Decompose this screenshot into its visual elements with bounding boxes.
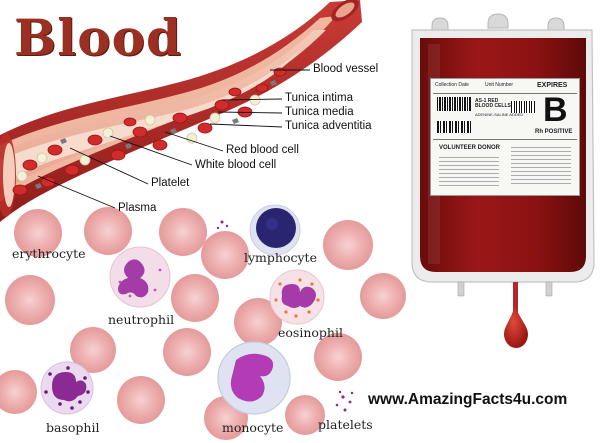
barcode-icon (437, 97, 471, 111)
erythrocyte-cell (314, 333, 362, 381)
erythrocyte-cell (70, 327, 116, 373)
label-tunica-intima: Tunica intima (285, 92, 353, 104)
neutrophil-cell (109, 246, 171, 308)
eosinophil-cell (269, 269, 325, 325)
donor-type: VOLUNTEER DONOR (439, 145, 501, 151)
label-eosinophil: eosinophil (278, 325, 343, 340)
platelet-specks (216, 220, 354, 412)
erythrocyte-cell (5, 275, 55, 325)
bag-label-divider (433, 139, 577, 140)
label-lymphocyte: lymphocyte (244, 250, 317, 265)
bag-label-top-row: Collection Date Unit Number EXPIRES (433, 81, 577, 94)
blood-group: B (543, 91, 568, 129)
erythrocyte-cell (117, 376, 165, 424)
label-basophil: basophil (46, 420, 100, 435)
basophil-cell (40, 361, 94, 415)
label-tunica-adventitia: Tunica adventitia (285, 120, 372, 132)
website-url[interactable]: www.AmazingFacts4u.com (368, 391, 568, 408)
collection-date-label: Collection Date (435, 82, 469, 88)
fine-print (511, 147, 571, 187)
erythrocyte-cell (14, 209, 62, 257)
label-tunica-media: Tunica media (285, 106, 354, 118)
erythrocyte-cell (285, 395, 325, 435)
barcode-icon (511, 101, 535, 113)
erythrocyte-cell (171, 274, 219, 322)
barcode-icon (437, 121, 471, 133)
label-pointers (37, 69, 310, 209)
product-note: ADENINE-SALINE ADDED (475, 112, 524, 117)
rh-factor: Rh POSITIVE (535, 129, 573, 135)
erythrocyte-cell (201, 231, 249, 279)
label-platelet: Platelet (151, 177, 190, 189)
product-name: AS-1 RED BLOOD CELLS (475, 98, 511, 109)
label-erythrocyte: erythrocyte (12, 246, 86, 261)
blood-drop (504, 305, 528, 348)
erythrocyte-cell (360, 273, 406, 319)
lymphocyte-cell (249, 204, 301, 256)
bag-label-card: Collection Date Unit Number EXPIRES AS-1… (430, 78, 580, 196)
monocyte-cell (217, 341, 291, 415)
erythrocyte-cell (84, 207, 132, 255)
label-monocyte: monocyte (222, 420, 284, 435)
unit-number-label: Unit Number (485, 82, 514, 88)
erythrocyte-cell (159, 208, 207, 256)
erythrocyte-cell (0, 370, 37, 414)
label-platelets: platelets (318, 417, 373, 432)
page-title: Blood (14, 8, 182, 67)
label-blood-vessel: Blood vessel (313, 63, 379, 75)
erythrocyte-field (0, 207, 406, 440)
label-red-blood-cell: Red blood cell (226, 144, 299, 156)
label-neutrophil: neutrophil (108, 312, 175, 327)
label-plasma: Plasma (118, 202, 157, 214)
erythrocyte-cell (163, 328, 211, 376)
erythrocyte-cell (323, 220, 373, 270)
fine-print (439, 157, 499, 187)
label-white-blood-cell: White blood cell (195, 159, 277, 171)
expires-label: EXPIRES (537, 82, 568, 89)
erythrocyte-cell (234, 298, 282, 346)
